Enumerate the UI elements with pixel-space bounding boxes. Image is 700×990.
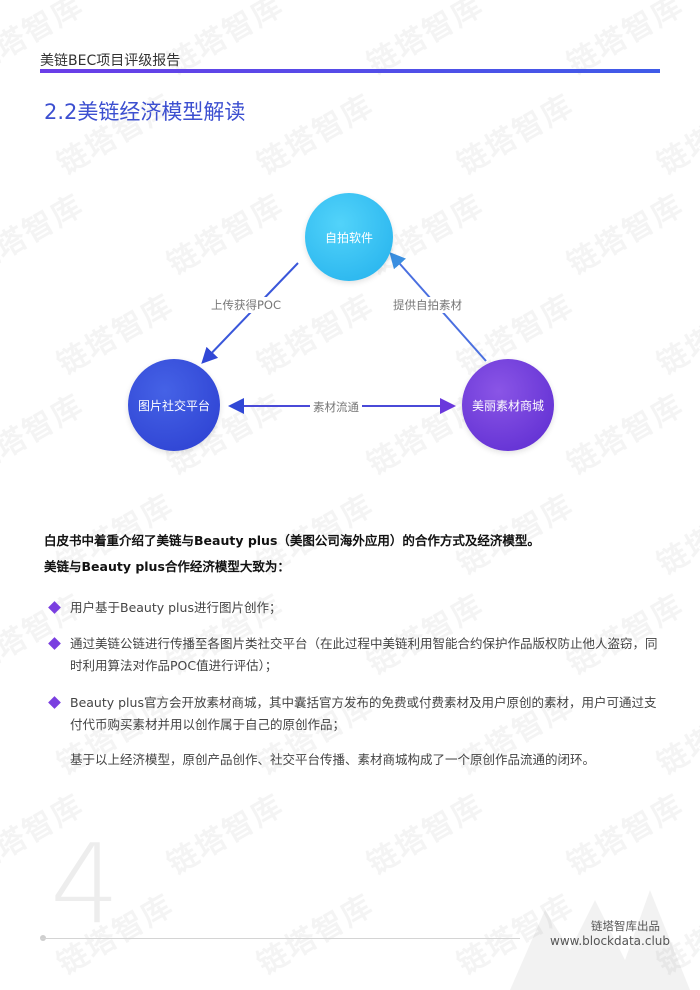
footer-url: www.blockdata.club [550,934,670,948]
footer-divider [40,938,520,939]
node-selfie-software: 自拍软件 [305,193,393,281]
node-selfie-software-label: 自拍软件 [324,230,373,245]
lead-paragraph-1: 白皮书中着重介绍了美链与Beauty plus（美图公司海外应用）的合作方式及经… [44,533,540,548]
lead-paragraph-2: 美链与Beauty plus合作经济模型大致为： [44,559,290,574]
edge-label-provide-selfie-material: 提供自拍素材 [390,297,465,313]
list-item: 用户基于Beauty plus进行图片创作； [48,597,660,619]
watermark-text: 链塔智库 [0,381,90,483]
watermark-text: 链塔智库 [248,81,381,183]
list-item: 通过美链公链进行传播至各图片类社交平台（在此过程中美链利用智能合约保护作品版权防… [48,633,660,677]
watermark-text: 链塔智库 [558,781,691,883]
watermark-text: 链塔智库 [648,281,700,383]
watermark-text: 链塔智库 [358,781,491,883]
header-accent-bar [40,69,660,73]
report-header-title: 美链BEC项目评级报告 [40,53,181,69]
section-title: 2.2美链经济模型解读 [44,100,246,124]
list-item: Beauty plus官方会开放素材商城，其中囊括官方发布的免费或付费素材及用户… [48,692,660,736]
diamond-bullet-icon [48,601,61,614]
watermark-text: 链塔智库 [648,481,700,583]
node-image-social-platform: 图片社交平台 [128,359,220,451]
diamond-bullet-icon [48,696,61,709]
watermark-text: 链塔智库 [248,881,381,983]
node-image-social-platform-label: 图片社交平台 [137,398,210,413]
edge-label-material-circulation: 素材流通 [310,399,362,415]
watermark-text: 链塔智库 [158,781,291,883]
list-item-text: 用户基于Beauty plus进行图片创作； [70,600,282,615]
economic-model-diagram: 自拍软件 图片社交平台 美丽素材商城 上传获得POC 提供自拍素材 素材流通 [120,185,580,465]
page-number: 4 [50,820,120,948]
blockdata-logo-icon [510,890,690,990]
node-beauty-material-store: 美丽素材商城 [462,359,554,451]
list-item-text: 通过美链公链进行传播至各图片类社交平台（在此过程中美链利用智能合约保护作品版权防… [70,636,658,673]
diamond-bullet-icon [48,637,61,650]
watermark-text: 链塔智库 [0,181,90,283]
node-beauty-material-store-label: 美丽素材商城 [471,398,544,413]
list-item-text: Beauty plus官方会开放素材商城，其中囊括官方发布的免费或付费素材及用户… [70,695,657,732]
summary-paragraph: 基于以上经济模型，原创产品创作、社交平台传播、素材商城构成了一个原创作品流通的闭… [70,752,596,767]
watermark-text: 链塔智库 [648,81,700,183]
footer-brand: 链塔智库出品 [591,919,660,933]
watermark-text: 链塔智库 [448,81,581,183]
edge-label-upload-poc: 上传获得POC [208,297,285,313]
